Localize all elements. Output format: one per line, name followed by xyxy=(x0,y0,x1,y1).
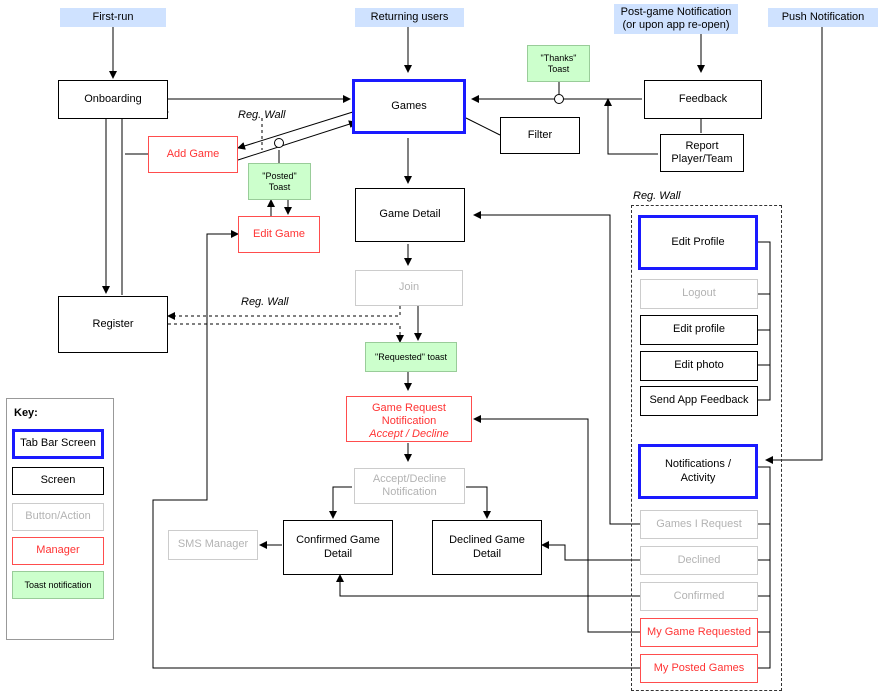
report-player-team-screen[interactable]: Report Player/Team xyxy=(660,134,744,172)
junction-thanks xyxy=(554,94,564,104)
dashed-join-register xyxy=(167,288,401,320)
arrow-gamesirequest-gamedetail xyxy=(473,211,640,525)
my-posted-games-manager[interactable]: My Posted Games xyxy=(640,654,758,683)
line-games-filter xyxy=(465,117,501,136)
line-editprofile-group xyxy=(758,241,771,401)
arrow-addgame-games xyxy=(237,120,357,161)
legend-button-action: Button/Action xyxy=(12,503,104,531)
arrow-games-addgame xyxy=(237,110,357,150)
onboarding-screen[interactable]: Onboarding xyxy=(58,80,168,119)
edit-game-manager[interactable]: Edit Game xyxy=(238,216,320,253)
my-game-requested-manager[interactable]: My Game Requested xyxy=(640,618,758,647)
entry-first-run: First-run xyxy=(60,8,166,27)
thanks-toast: "Thanks" Toast xyxy=(527,45,590,82)
entry-post-game-notification: Post-game Notification (or upon app re-o… xyxy=(614,4,738,34)
game-request-notification-manager[interactable]: Game Request Notification Accept / Decli… xyxy=(346,396,472,442)
register-screen[interactable]: Register xyxy=(58,296,168,353)
legend-tab-bar-screen: Tab Bar Screen xyxy=(12,429,104,459)
feedback-screen[interactable]: Feedback xyxy=(644,80,762,119)
arrow-push-notifications xyxy=(765,27,823,464)
filter-screen[interactable]: Filter xyxy=(500,117,580,154)
reg-wall-note-join: Reg. Wall xyxy=(241,296,289,308)
legend-key: Key: xyxy=(6,398,114,640)
posted-toast: "Posted" Toast xyxy=(248,163,311,200)
legend-screen: Screen xyxy=(12,467,104,495)
sms-manager-button[interactable]: SMS Manager xyxy=(168,530,258,560)
edit-profile-screen[interactable]: Edit profile xyxy=(640,315,758,345)
game-detail-screen[interactable]: Game Detail xyxy=(355,188,465,242)
edit-photo-screen[interactable]: Edit photo xyxy=(640,351,758,381)
line-notifications-group xyxy=(758,466,771,669)
reg-wall-note-profile: Reg. Wall xyxy=(633,190,681,202)
arrow-report-feedback-2 xyxy=(604,98,658,155)
arrow-myposted-editgame xyxy=(152,230,640,669)
entry-returning-users: Returning users xyxy=(355,8,464,27)
logout-button[interactable]: Logout xyxy=(640,279,758,309)
declined-button[interactable]: Declined xyxy=(640,546,758,575)
requested-toast: "Requested" toast xyxy=(365,342,457,372)
arrow-accept-declined xyxy=(466,486,491,519)
arrow-confirmed-confirmeddetail xyxy=(336,574,640,597)
legend-manager: Manager xyxy=(12,537,104,565)
entry-push-notification: Push Notification xyxy=(768,8,878,27)
games-tab-screen[interactable]: Games xyxy=(352,79,466,134)
arrow-mygamerequested-notification xyxy=(473,415,640,633)
edit-profile-tab-screen[interactable]: Edit Profile xyxy=(638,215,758,270)
join-button[interactable]: Join xyxy=(355,270,463,306)
accept-decline-label: Accept / Decline xyxy=(369,428,449,441)
send-app-feedback-screen[interactable]: Send App Feedback xyxy=(640,386,758,416)
confirmed-game-detail-screen[interactable]: Confirmed Game Detail xyxy=(283,520,393,575)
declined-game-detail-screen[interactable]: Declined Game Detail xyxy=(432,520,542,575)
game-request-notification-label: Game Request Notification xyxy=(372,402,446,428)
legend-toast-notification: Toast notification xyxy=(12,571,104,599)
games-i-request-button[interactable]: Games I Request xyxy=(640,510,758,539)
notifications-activity-tab-screen[interactable]: Notifications / Activity xyxy=(638,444,758,499)
accept-decline-notification-button[interactable]: Accept/Decline Notification xyxy=(354,468,465,504)
legend-title: Key: xyxy=(14,407,38,419)
dashed-regwall-register xyxy=(168,323,404,343)
arrow-declined-declineddetail xyxy=(541,541,640,561)
reg-wall-note-games: Reg. Wall xyxy=(238,109,286,121)
arrow-accept-confirmed xyxy=(329,486,352,519)
junction-posted xyxy=(274,138,284,148)
add-game-manager[interactable]: Add Game xyxy=(148,136,238,173)
reg-wall-profile-group xyxy=(631,205,782,691)
confirmed-button[interactable]: Confirmed xyxy=(640,582,758,611)
